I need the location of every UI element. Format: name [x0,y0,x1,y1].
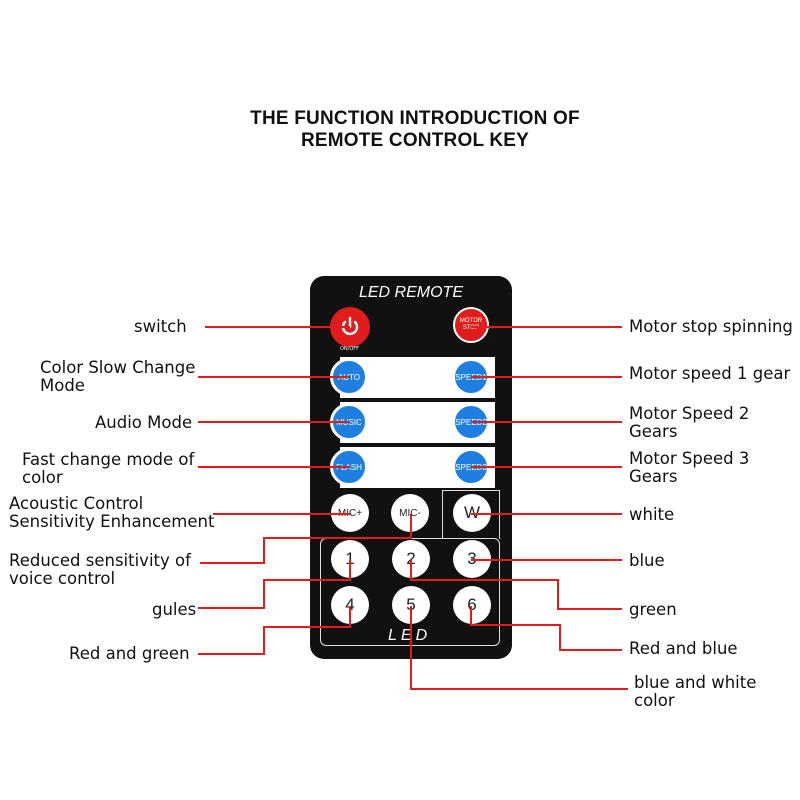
line-5 [410,606,628,690]
title-line-2: REMOTE CONTROL KEY [300,130,530,151]
label-green: green [629,600,677,619]
label-reduced-2: voice control [9,569,116,588]
label-fast-change-2: color [22,468,63,487]
line-4 [198,606,351,655]
label-red-green: Red and green [69,644,190,663]
label-motor-stop: Motor stop spinning [629,317,793,336]
label-acoustic-2: Sensitivity Enhancement [9,512,215,531]
line-6 [470,606,622,651]
power-icon [341,316,359,336]
label-blue-white-1: blue and white [634,673,757,692]
label-fast-change-1: Fast change mode of [22,450,195,469]
label-blue-white-2: color [634,691,675,710]
label-blue: blue [629,551,665,570]
label-motor-speed2-1: Motor Speed 2 [629,404,750,423]
line-2 [410,560,622,610]
label-reduced-1: Reduced sensitivity of [9,551,191,570]
label-red-blue: Red and blue [629,639,738,658]
remote-control: LED REMOTE ON/OFF MOTOR STOP AUTO SPEED1… [310,276,512,659]
label-motor-speed3-2: Gears [629,467,678,486]
label-motor-speed1: Motor speed 1 gear [629,364,791,383]
line-1 [198,560,351,609]
label-motor-speed2-2: Gears [629,422,678,441]
onoff-label: ON/OFF [340,346,360,352]
label-color-slow-2: Mode [40,376,85,395]
motor-stop-button[interactable]: MOTOR STOP [453,307,489,343]
label-acoustic-1: Acoustic Control [9,494,144,513]
label-switch: switch [134,317,187,336]
page-title: THE FUNCTION INTRODUCTION OF REMOTE CONT… [0,108,800,152]
label-motor-speed3-1: Motor Speed 3 [629,449,750,468]
label-white: white [629,505,675,524]
led-label: LED [388,627,432,644]
remote-title: LED REMOTE [358,284,463,301]
number-2-button[interactable]: 2 [392,540,430,578]
label-color-slow-1: Color Slow Change [40,358,196,377]
label-audio-mode: Audio Mode [95,413,193,432]
line-mic-minus [200,514,412,564]
title-line-1: THE FUNCTION INTRODUCTION OF [250,108,580,129]
label-gules: gules [152,600,197,619]
